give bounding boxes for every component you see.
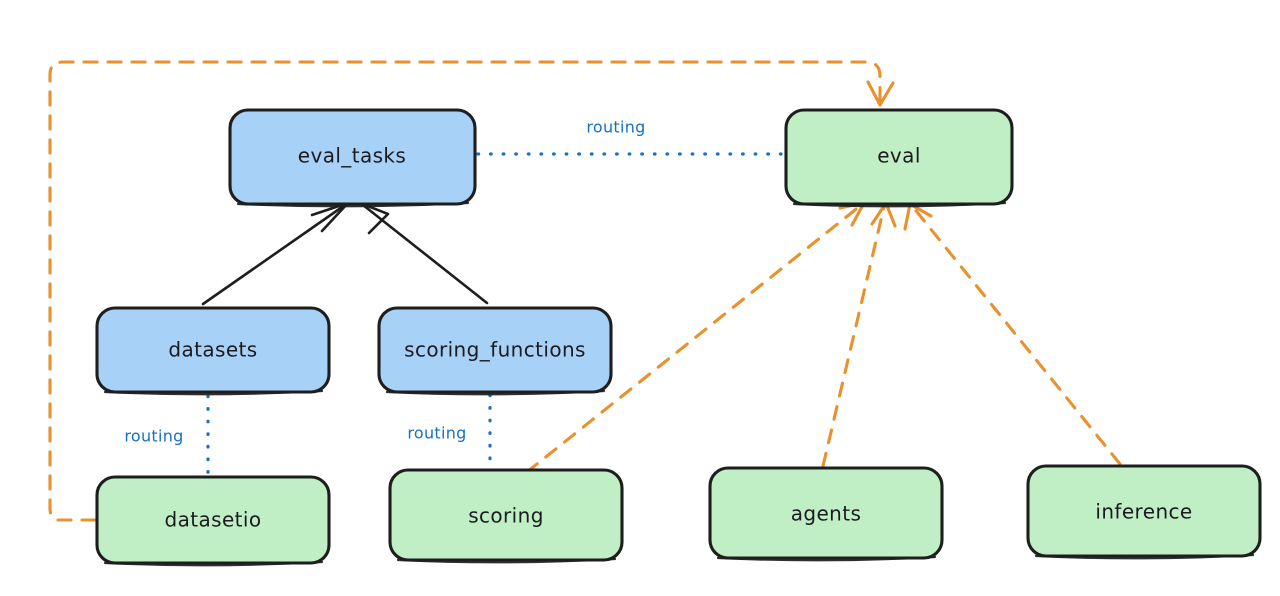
node-datasetio-shape <box>95 475 331 565</box>
edge-label-group: routing routing routing <box>124 118 645 446</box>
node-eval_tasks-label: eval_tasks <box>298 144 406 168</box>
node-agents-label: agents <box>791 502 862 526</box>
edge-datasets-to-eval_tasks[interactable] <box>201 201 350 306</box>
edge-scoring_functions-to-eval_tasks[interactable] <box>358 201 489 305</box>
node-eval-label: eval <box>877 144 921 168</box>
node-eval_tasks-shape <box>228 108 477 206</box>
edge-inference-to-eval[interactable] <box>903 202 1122 466</box>
node-scoring_functions[interactable]: scoring_functions <box>377 306 613 396</box>
node-datasets-shape <box>95 306 331 394</box>
node-eval[interactable]: eval <box>784 108 1014 208</box>
node-agents[interactable]: agents <box>708 466 944 562</box>
node-agents-shape <box>708 466 944 560</box>
edge-datasetio-to-eval[interactable] <box>48 60 895 522</box>
node-datasets-label: datasets <box>168 338 257 362</box>
edge-label-routing-datasets-datasetio: routing <box>124 427 183 446</box>
edge-group-routing <box>206 152 786 476</box>
node-scoring[interactable]: scoring <box>388 468 624 564</box>
node-inference-shape <box>1026 464 1262 558</box>
node-datasets[interactable]: datasets <box>95 306 331 396</box>
edge-group-solid <box>201 201 489 306</box>
node-group: eval_tasks eval datasets scoring_functio… <box>95 108 1262 567</box>
node-datasetio[interactable]: datasetio <box>95 475 331 567</box>
node-scoring_functions-label: scoring_functions <box>404 338 586 362</box>
edge-agents-to-eval[interactable] <box>821 201 897 468</box>
node-eval-shape <box>784 108 1014 206</box>
node-scoring-shape <box>388 468 624 562</box>
node-inference[interactable]: inference <box>1026 464 1262 560</box>
node-datasetio-label: datasetio <box>164 508 261 532</box>
node-scoring-label: scoring <box>468 504 544 528</box>
node-inference-label: inference <box>1095 500 1192 524</box>
edge-label-routing-eval_tasks-eval: routing <box>586 118 645 137</box>
node-eval_tasks[interactable]: eval_tasks <box>228 108 477 208</box>
edge-label-routing-scoring_functions-scoring: routing <box>407 424 466 443</box>
node-scoring_functions-shape <box>377 306 613 394</box>
